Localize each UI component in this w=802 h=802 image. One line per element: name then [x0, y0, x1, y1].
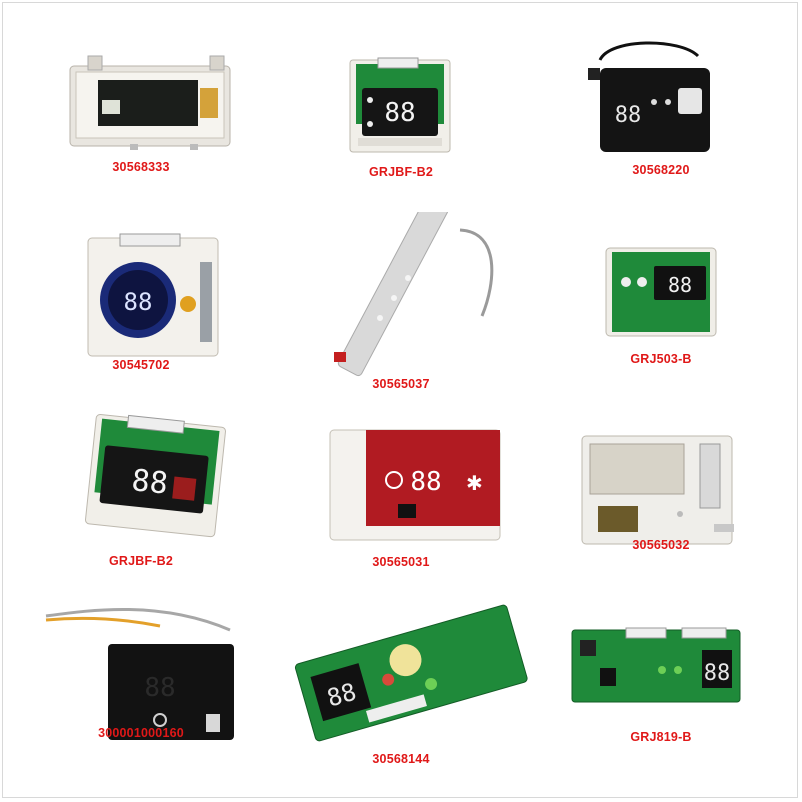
- product-photo-display-board: 88: [530, 212, 792, 380]
- svg-text:88: 88: [144, 673, 175, 703]
- product-photo-display-board: 88: [270, 8, 532, 176]
- product-tile-30565032: 30565032: [530, 410, 792, 608]
- product-photo-display-panel: 88: [10, 590, 272, 758]
- product-tile-300001000160: 88 300001000160: [10, 590, 272, 788]
- product-code: 300001000160: [98, 726, 184, 740]
- product-photo-display-board: 88: [10, 410, 272, 578]
- product-code: 30568220: [632, 163, 690, 177]
- product-code: 30568144: [372, 752, 430, 766]
- product-photo-display-board: 88: [530, 590, 792, 758]
- product-code: GRJ819-B: [630, 730, 692, 744]
- product-code: GRJ503-B: [630, 352, 692, 366]
- product-tile-30545702: 88 30545702: [10, 212, 272, 410]
- product-tile-30565031: 88 ✱ 30565031: [270, 410, 532, 608]
- product-code: 30568333: [112, 160, 170, 174]
- product-code: 30565037: [372, 377, 430, 391]
- product-tile-grjbf-b2-b: 88 GRJBF-B2: [10, 410, 272, 608]
- product-tile-grjbf-b2-a: 88 GRJBF-B2: [270, 8, 532, 206]
- product-photo-control-strip: [270, 212, 532, 380]
- svg-text:88: 88: [615, 103, 642, 128]
- svg-text:88: 88: [130, 463, 170, 502]
- product-tile-grj819-b: 88 GRJ819-B: [530, 590, 792, 788]
- svg-text:88: 88: [668, 273, 692, 297]
- product-code: 30545702: [112, 358, 170, 372]
- svg-text:88: 88: [704, 661, 731, 686]
- product-photo-display-board: 88: [10, 212, 272, 380]
- product-tile-grj503-b: 88 GRJ503-B: [530, 212, 792, 410]
- product-photo-display-board: 88: [530, 8, 792, 176]
- svg-text:88: 88: [124, 288, 153, 316]
- product-code: 30565031: [372, 555, 430, 569]
- product-tile-30568220: 88 30568220: [530, 8, 792, 206]
- product-tile-30568333: 30568333: [10, 8, 272, 206]
- product-photo-display-board: [530, 410, 792, 578]
- product-code: GRJBF-B2: [368, 165, 434, 179]
- product-photo-display-board: 88: [270, 590, 532, 758]
- svg-text:88: 88: [410, 467, 441, 497]
- product-code: GRJBF-B2: [108, 554, 174, 568]
- product-photo-display-board: [10, 8, 272, 176]
- product-tile-30568144: 88 30568144: [270, 590, 532, 788]
- product-code: 30565032: [632, 538, 690, 552]
- svg-text:88: 88: [384, 98, 415, 128]
- product-tile-30565037: 30565037: [270, 212, 532, 410]
- product-photo-display-board: 88 ✱: [270, 410, 532, 578]
- svg-text:✱: ✱: [466, 471, 483, 495]
